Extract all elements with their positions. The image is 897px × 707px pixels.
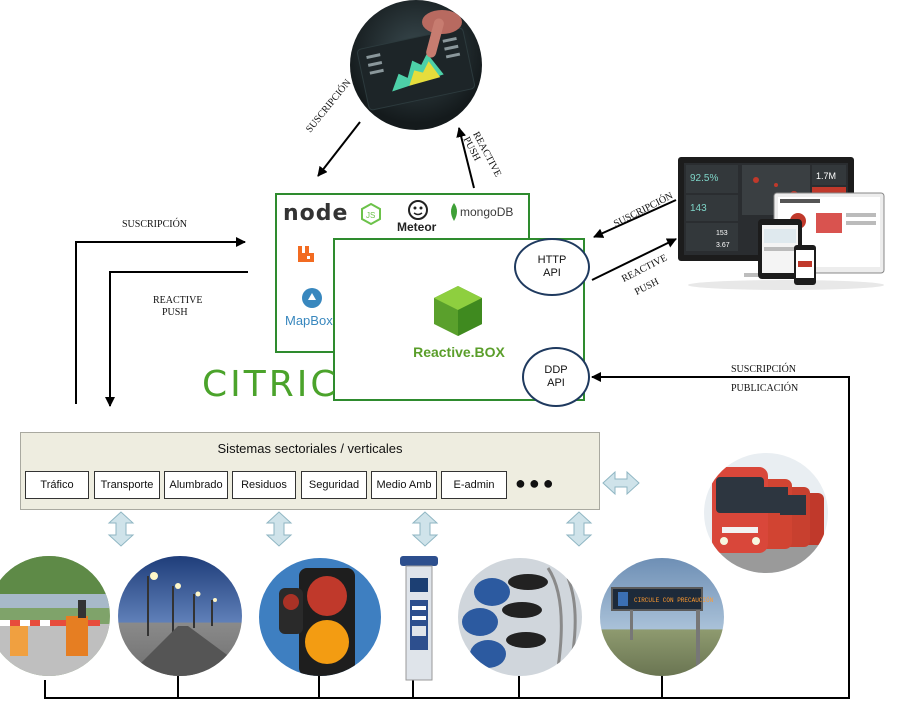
ddp-api-line2: API bbox=[547, 377, 565, 389]
sectoral-systems-box: Sistemas sectoriales / verticales Tráfic… bbox=[20, 432, 600, 510]
system-alumbrado[interactable]: Alumbrado bbox=[164, 471, 228, 499]
traffic-sign-photo: CIRCULE CON PRECAUCIÓN bbox=[600, 558, 724, 676]
dashboard-value-1: 92.5% bbox=[690, 173, 718, 184]
system-transporte[interactable]: Transporte bbox=[94, 471, 160, 499]
dashboard-value-3: 153 bbox=[716, 230, 728, 237]
label-reactive-left-1: REACTIVE bbox=[153, 295, 203, 306]
traffic-sign-text: CIRCULE CON PRECAUCIÓN bbox=[634, 597, 714, 604]
more-systems-ellipsis: ●●● bbox=[515, 473, 557, 493]
node-label: node bbox=[283, 201, 349, 226]
system-residuos[interactable]: Residuos bbox=[232, 471, 296, 499]
arrow-reactive-push-right bbox=[591, 238, 677, 281]
meteor-icon bbox=[405, 199, 431, 226]
tablet-dashboard-photo bbox=[350, 0, 482, 130]
dashboard-value-5: 1.7M bbox=[816, 171, 836, 181]
mongodb-label: mongoDB bbox=[460, 205, 514, 219]
label-push-left-2: PUSH bbox=[162, 307, 188, 318]
mapbox-label: MapBox bbox=[285, 313, 333, 328]
label-publicacion: PUBLICACIÓN bbox=[731, 383, 799, 394]
arrow-suscripcion-left bbox=[75, 237, 246, 404]
system-e-admin[interactable]: E-admin bbox=[441, 471, 507, 499]
arrow-reactive-push-top bbox=[456, 127, 475, 189]
streetlights-photo bbox=[118, 556, 242, 676]
ddp-api-line1: DDP bbox=[544, 364, 568, 376]
system-medio-amb[interactable]: Medio Amb bbox=[371, 471, 437, 499]
label-suscripcion-left: SUSCRIPCIÓN bbox=[122, 219, 188, 230]
mongodb-leaf-icon bbox=[449, 203, 459, 226]
rabbitmq-icon bbox=[297, 245, 315, 268]
http-api-line2: API bbox=[543, 267, 561, 279]
ddp-api-node[interactable]: DDP API bbox=[522, 347, 590, 407]
traffic-light-photo bbox=[259, 558, 381, 676]
citric-title: CITRIC bbox=[202, 364, 339, 405]
http-api-line1: HTTP bbox=[537, 254, 567, 266]
node-logo: node bbox=[283, 201, 348, 226]
sectoral-systems-title: Sistemas sectoriales / verticales bbox=[217, 441, 403, 456]
arrow-reactive-push-left bbox=[105, 271, 248, 407]
double-arrow-icon bbox=[107, 470, 640, 547]
reactive-box-label: Reactive.BOX bbox=[413, 344, 505, 360]
arrow-publicacion bbox=[44, 372, 850, 699]
dashboard-value-2: 143 bbox=[690, 203, 707, 214]
http-api-node[interactable]: HTTP API bbox=[514, 238, 590, 296]
system-seguridad[interactable]: Seguridad bbox=[301, 471, 367, 499]
nodejs-hex-icon: JS bbox=[361, 202, 381, 230]
meteor-label: Meteor bbox=[397, 220, 437, 234]
system-trafico[interactable]: Tráfico bbox=[25, 471, 89, 499]
svg-text:JS: JS bbox=[366, 211, 375, 220]
mapbox-icon bbox=[301, 287, 323, 314]
parking-meter-kiosk bbox=[398, 556, 440, 682]
dashboard-devices-photo: 92.5% 143 153 3.67 1.7M bbox=[676, 155, 888, 290]
arrow-suscripcion-right bbox=[593, 199, 677, 238]
dashboard-value-4: 3.67 bbox=[716, 242, 730, 249]
buses-photo bbox=[704, 453, 828, 573]
reactive-box-cube-icon bbox=[431, 284, 485, 343]
label-suscripcion-bottom-right: SUSCRIPCIÓN bbox=[731, 364, 797, 375]
arrow-suscripcion-top bbox=[317, 121, 361, 177]
bike-sharing-photo bbox=[458, 558, 582, 676]
